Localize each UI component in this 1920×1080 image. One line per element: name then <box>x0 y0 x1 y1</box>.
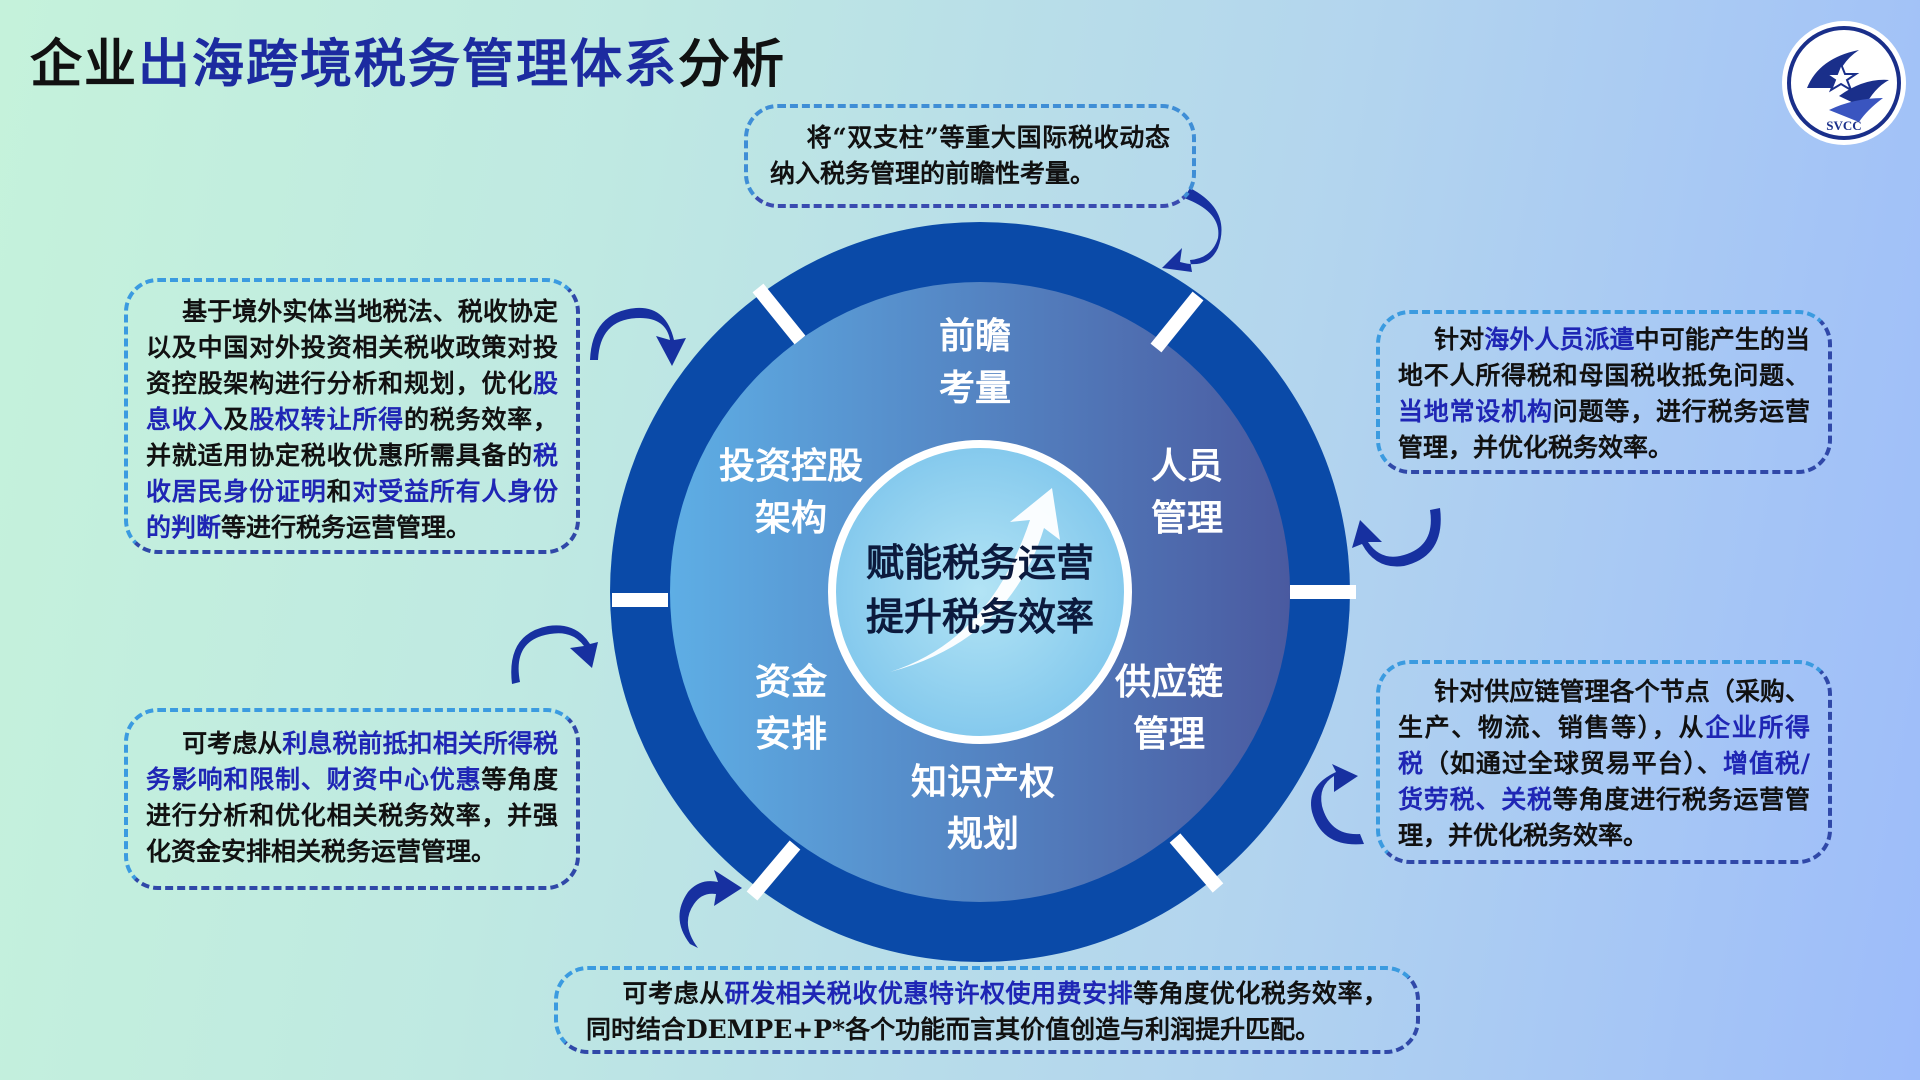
note-forward-text: 将“双支柱”等重大国际税收动态纳入税务管理的前瞻性考量。 <box>770 123 1170 188</box>
note-personnel-text-3: 问题等，进行税务运营管理，并优化税务效率。 <box>1398 397 1810 462</box>
note-holding-highlight-2: 股权转让所得 <box>249 405 404 434</box>
note-funds-highlight-1: 利息税前抵扣相关所得税务影响和限制、财资中心优惠 <box>146 729 558 794</box>
segment-funds-line2: 安排 <box>754 713 827 755</box>
segment-personnel-line2: 管理 <box>1150 497 1223 539</box>
curved-arrow-left2 <box>511 625 598 684</box>
note-holding-text-3: 的税务效率，并就适用协定税收优惠所需具备的 <box>146 405 558 470</box>
segment-personnel-line1: 人员 <box>1150 445 1223 487</box>
note-supply-chain-text-1: 针对供应链管理各个节点（采购、生产、物流、销售等），从 <box>1398 677 1810 742</box>
segment-personnel-label: 人员 管理 <box>1132 440 1242 544</box>
svcc-logo: SVCC <box>1782 21 1906 145</box>
segment-funds-label: 资金 安排 <box>736 656 846 760</box>
curved-arrow-left1 <box>590 307 686 366</box>
note-personnel-highlight-1: 海外人员派遣 <box>1484 325 1635 354</box>
note-personnel: 针对海外人员派遣中可能产生的当地不人所得税和母国税收抵免问题、当地常设机构问题等… <box>1376 310 1832 474</box>
note-ip: 可考虑从研发相关税收优惠特许权使用费安排等角度优化税务效率，同时结合DEMPE+… <box>554 966 1420 1054</box>
note-ip-text-1: 可考虑从 <box>622 979 725 1008</box>
curved-arrows <box>511 188 1441 948</box>
note-ip-text-2: 等角度优化税务效率，同时结合DEMPE+P*各个功能而言其价值创造与利润提升匹配… <box>586 979 1388 1044</box>
note-holding-text-4: 和 <box>326 477 353 506</box>
note-supply-chain-text-3: 等角度进行税务运营管理，并优化税务效率。 <box>1398 785 1810 850</box>
segment-supply-chain-line2: 管理 <box>1132 713 1205 755</box>
segment-holding-line2: 架构 <box>754 497 827 539</box>
center-line1: 赋能税务运营 <box>865 540 1094 585</box>
center-line2: 提升税务效率 <box>865 594 1094 639</box>
note-ip-highlight-1: 研发相关税收优惠特许权使用费安排 <box>724 979 1134 1008</box>
segment-holding-line1: 投资控股 <box>718 445 863 487</box>
segment-forward-label: 前瞻 考量 <box>920 310 1030 414</box>
note-supply-chain-highlight-2: 增值税/货劳税、关税 <box>1398 749 1810 814</box>
title-start: 企业 <box>30 34 139 95</box>
note-personnel-highlight-2: 当地常设机构 <box>1398 397 1553 426</box>
segment-ip-label: 知识产权 规划 <box>898 756 1068 860</box>
note-funds-text-2: 等角度进行分析和优化相关税务效率，并强化资金安排相关税务运营管理。 <box>146 765 558 866</box>
note-holding-highlight-1: 股息收入 <box>146 369 558 434</box>
note-forward: 将“双支柱”等重大国际税收动态纳入税务管理的前瞻性考量。 <box>744 104 1196 208</box>
page-title: 企业出海跨境税务管理体系分析 <box>30 22 786 97</box>
segment-supply-chain-line1: 供应链 <box>1114 661 1223 703</box>
note-funds: 可考虑从利息税前抵扣相关所得税务影响和限制、财资中心优惠等角度进行分析和优化相关… <box>124 708 580 890</box>
note-holding-text-1: 基于境外实体当地税法、税收协定以及中国对外投资相关税收政策对投资控股架构进行分析… <box>146 297 558 398</box>
note-supply-chain-text-2: （如通过全球贸易平台）、 <box>1423 749 1723 778</box>
curved-arrow-bottom <box>679 870 742 948</box>
curved-arrow-right1 <box>1352 508 1441 567</box>
note-holding-text-5: 等进行税务运营管理。 <box>221 513 472 542</box>
curved-arrow-right2 <box>1311 764 1364 845</box>
segment-funds-line1: 资金 <box>754 661 827 703</box>
ring-dividers <box>612 283 1356 901</box>
growth-arrow <box>890 488 1060 672</box>
segment-holding-label: 投资控股 架构 <box>706 440 876 544</box>
note-funds-text-1: 可考虑从 <box>182 729 283 758</box>
logo-text: SVCC <box>1826 118 1861 133</box>
note-supply-chain: 针对供应链管理各个节点（采购、生产、物流、销售等），从企业所得税（如通过全球贸易… <box>1376 660 1832 864</box>
note-holding-highlight-3: 税收居民身份证明 <box>146 441 558 506</box>
note-holding: 基于境外实体当地税法、税收协定以及中国对外投资相关税收政策对投资控股架构进行分析… <box>124 278 580 554</box>
curved-arrow-top <box>1162 188 1222 272</box>
note-holding-highlight-4: 对受益所有人身份的判断 <box>146 477 558 542</box>
segment-ip-line1: 知识产权 <box>910 761 1055 803</box>
segment-forward-line1: 前瞻 <box>938 315 1011 357</box>
segment-ip-line2: 规划 <box>946 813 1019 855</box>
note-holding-text-2: 及 <box>223 405 250 434</box>
segment-supply-chain-label: 供应链 管理 <box>1104 656 1234 760</box>
note-supply-chain-highlight-1: 企业所得税 <box>1398 713 1810 778</box>
title-highlight: 出海跨境税务管理体系 <box>138 34 679 95</box>
note-personnel-text-1: 针对 <box>1434 325 1485 354</box>
center-caption: 赋能税务运营 提升税务效率 <box>840 536 1120 644</box>
segment-forward-line2: 考量 <box>938 367 1011 409</box>
title-end: 分析 <box>678 34 787 95</box>
note-personnel-text-2: 中可能产生的当地不人所得税和母国税收抵免问题、 <box>1398 325 1810 390</box>
